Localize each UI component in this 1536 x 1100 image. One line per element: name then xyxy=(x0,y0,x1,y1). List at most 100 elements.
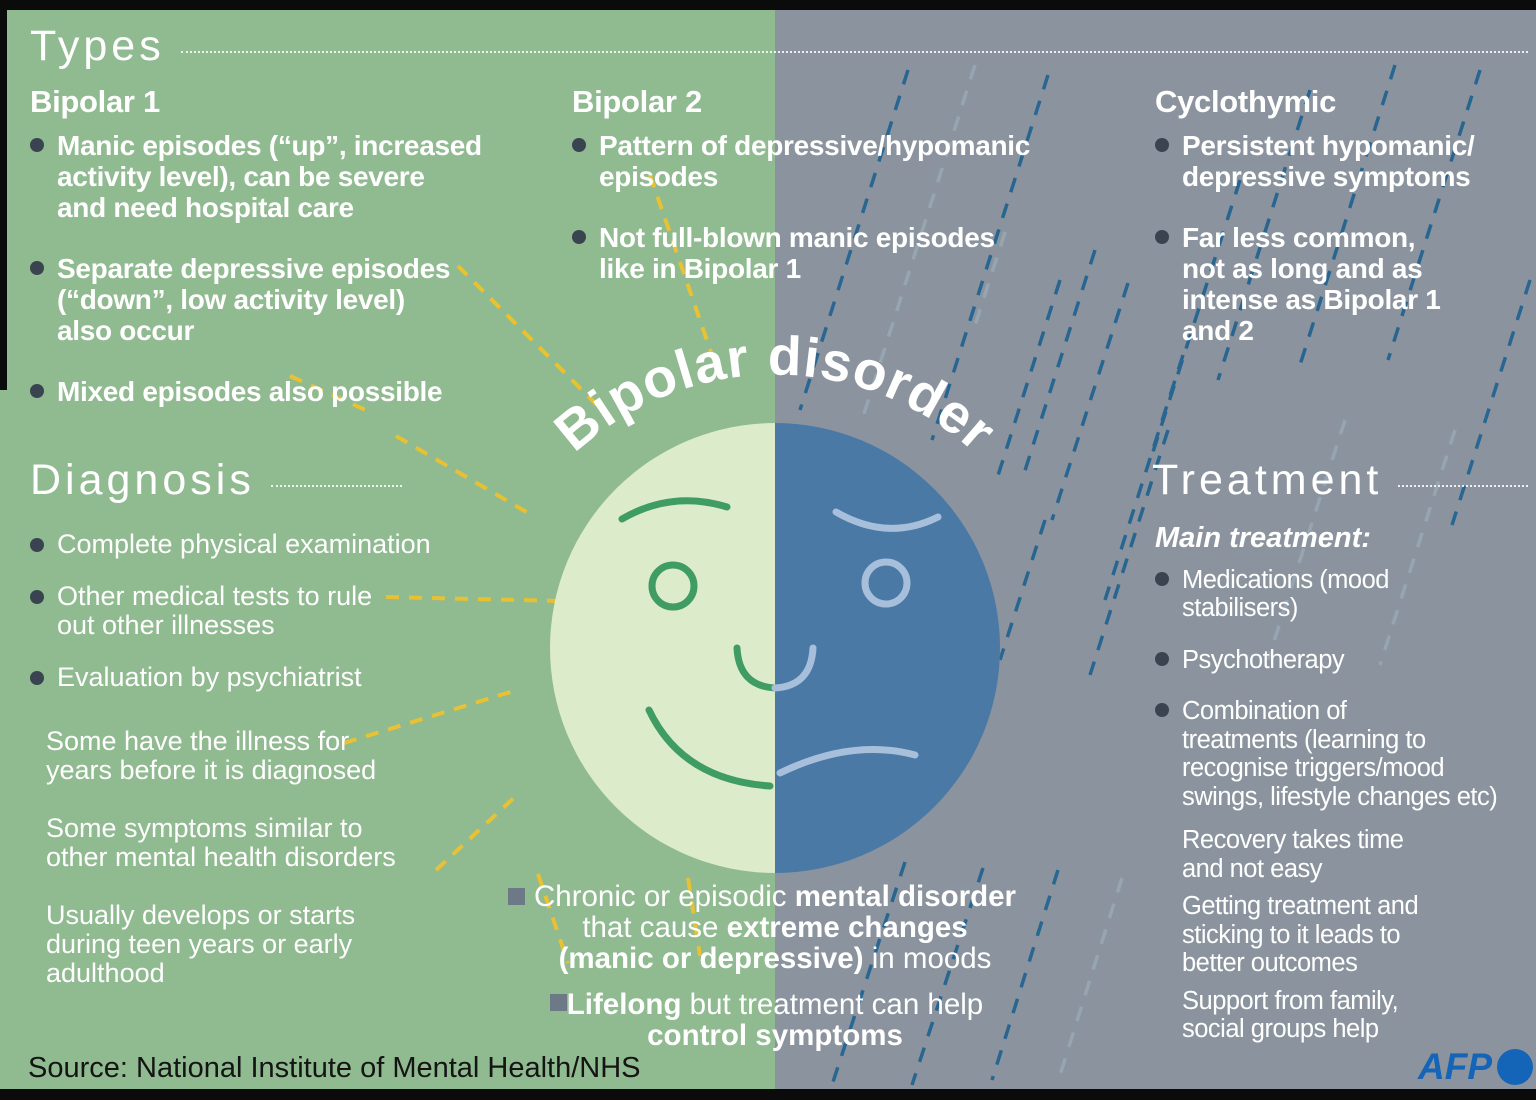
list-item: Persistent hypomanic/ depressive symptom… xyxy=(1155,130,1535,192)
list-item-text: Psychotherapy xyxy=(1182,645,1345,674)
list-item: Manic episodes (“up”, increased activity… xyxy=(30,130,530,223)
note-text-bold: mental disorder xyxy=(794,880,1017,913)
sun-ray xyxy=(289,374,371,414)
list-item: Evaluation by psychiatrist xyxy=(30,663,510,692)
list-item: Mixed episodes also possible xyxy=(30,376,530,407)
bullet-dot-icon xyxy=(30,384,44,398)
nose-right-half xyxy=(771,644,817,692)
treatment-dotted-rule xyxy=(1398,484,1528,487)
note-text-bold: extreme changes xyxy=(726,911,968,944)
note-text-bold: control symptoms xyxy=(647,1019,903,1052)
happy-mouth xyxy=(645,706,774,790)
treatment-list: Main treatment: Medications (mood stabil… xyxy=(1155,524,1536,1053)
sun-ray xyxy=(385,595,563,603)
rain-line xyxy=(990,869,1060,1081)
bullet-dot-icon xyxy=(30,671,44,685)
sun-ray xyxy=(434,793,519,872)
note-line: that cause extreme changes xyxy=(478,912,1072,943)
sun-ray xyxy=(648,174,715,359)
list-item-text: Other medical tests to rule out other il… xyxy=(57,581,373,640)
face-illustration xyxy=(550,423,1000,873)
treatment-lead-label: Main treatment: xyxy=(1155,522,1371,554)
note-paragraph: Recovery takes time and not easy xyxy=(1182,826,1404,883)
list-item-text: Medications (mood stabilisers) xyxy=(1182,565,1389,623)
note-paragraph: Some have the illness for years before i… xyxy=(46,726,377,785)
happy-eyebrow xyxy=(618,497,731,523)
rain-line xyxy=(1378,429,1457,666)
list-item: Not full-blown manic episodes like in Bi… xyxy=(572,222,1072,284)
square-bullet-icon xyxy=(508,888,525,905)
afp-logo-text: AFP xyxy=(1418,1046,1492,1087)
rain-line xyxy=(998,519,1047,661)
note-text: but treatment can help xyxy=(681,988,984,1021)
bullet-dot-icon xyxy=(30,590,44,604)
sad-mouth xyxy=(776,745,919,777)
rain-line xyxy=(1216,89,1312,381)
bullet-dot-icon xyxy=(572,230,586,244)
rain-line xyxy=(910,867,985,1086)
note-text: in moods xyxy=(863,942,992,975)
diagnosis-heading-label: Diagnosis xyxy=(30,456,255,504)
treatment-section-heading: Treatment xyxy=(1152,456,1528,505)
list-item: Psychotherapy xyxy=(1155,646,1536,675)
nose-left-half xyxy=(733,644,779,692)
list-item: Separate depressive episodes (“down”, lo… xyxy=(30,253,530,346)
list-item-text: Evaluation by psychiatrist xyxy=(57,662,362,692)
note-line: (manic or depressive) in moods xyxy=(478,943,1072,974)
note-line: Chronic or episodic mental disorder xyxy=(478,881,1072,912)
list-item-text: Combination of treatments (learning to r… xyxy=(1182,697,1498,811)
rain-line xyxy=(860,64,977,421)
definition-note: Lifelong but treatment can help control … xyxy=(478,989,1072,1051)
list-item-text: Pattern of depressive/hypomanic episodes xyxy=(599,130,1031,192)
bullet-dot-icon xyxy=(1155,138,1169,152)
sun-ray xyxy=(394,434,537,519)
diagnosis-section-heading: Diagnosis xyxy=(30,456,402,505)
types-heading-label: Types xyxy=(30,22,165,70)
note-text-bold: Lifelong xyxy=(566,988,682,1021)
face-happy-half xyxy=(550,423,775,873)
diagnosis-dotted-rule xyxy=(270,484,402,487)
cyclothymic-subheading: Cyclothymic xyxy=(1155,84,1337,119)
note-text-bold: (manic or depressive) xyxy=(558,942,864,975)
list-item: Medications (mood stabilisers) xyxy=(1155,566,1536,623)
bottom-black-bar xyxy=(0,1089,1536,1100)
list-item: Other medical tests to rule out other il… xyxy=(30,582,510,640)
afp-logo: AFP xyxy=(1418,1046,1533,1088)
sad-eye xyxy=(861,558,911,608)
sun-ray xyxy=(536,873,570,964)
left-black-edge xyxy=(0,10,7,390)
happy-eye xyxy=(648,561,698,611)
rain-line xyxy=(930,74,1050,441)
bullet-dot-icon xyxy=(30,261,44,275)
bipolar2-column: Bipolar 2 Pattern of depressive/hypomani… xyxy=(572,86,1072,314)
rain-line xyxy=(1020,249,1097,481)
note-paragraph: Some symptoms similar to other mental he… xyxy=(46,813,396,872)
source-credit: Source: National Institute of Mental Hea… xyxy=(28,1052,641,1084)
cyclothymic-column: Cyclothymic Persistent hypomanic/ depres… xyxy=(1155,86,1535,376)
face-sad-half xyxy=(775,423,1000,873)
sun-ray xyxy=(456,264,604,412)
list-item-text: Persistent hypomanic/ depressive symptom… xyxy=(1182,130,1475,192)
definition-notes: Chronic or episodic mental disorder that… xyxy=(478,881,1072,1051)
list-item-text: Far less common, not as long and as inte… xyxy=(1182,222,1441,346)
types-section-heading: Types xyxy=(30,22,1528,71)
bipolar1-subheading: Bipolar 1 xyxy=(30,84,160,119)
list-item-text: Separate depressive episodes (“down”, lo… xyxy=(57,253,451,346)
bipolar1-column: Bipolar 1 Manic episodes (“up”, increase… xyxy=(30,86,530,437)
bullet-dot-icon xyxy=(30,538,44,552)
treatment-heading-label: Treatment xyxy=(1152,456,1383,504)
square-bullet-icon xyxy=(550,994,567,1011)
rain-line xyxy=(970,231,1007,336)
afp-logo-circle-icon xyxy=(1497,1049,1533,1085)
top-black-bar xyxy=(0,0,1536,10)
sad-eyebrow xyxy=(832,508,942,532)
rain-line xyxy=(830,861,907,1086)
bullet-dot-icon xyxy=(1155,703,1169,717)
list-item: Complete physical examination xyxy=(30,530,510,559)
diagnosis-list: Complete physical examination Other medi… xyxy=(30,530,510,715)
rain-line xyxy=(1050,282,1130,521)
note-line: Lifelong but treatment can help xyxy=(478,989,1072,1020)
list-item-text: Not full-blown manic episodes like in Bi… xyxy=(599,222,995,284)
